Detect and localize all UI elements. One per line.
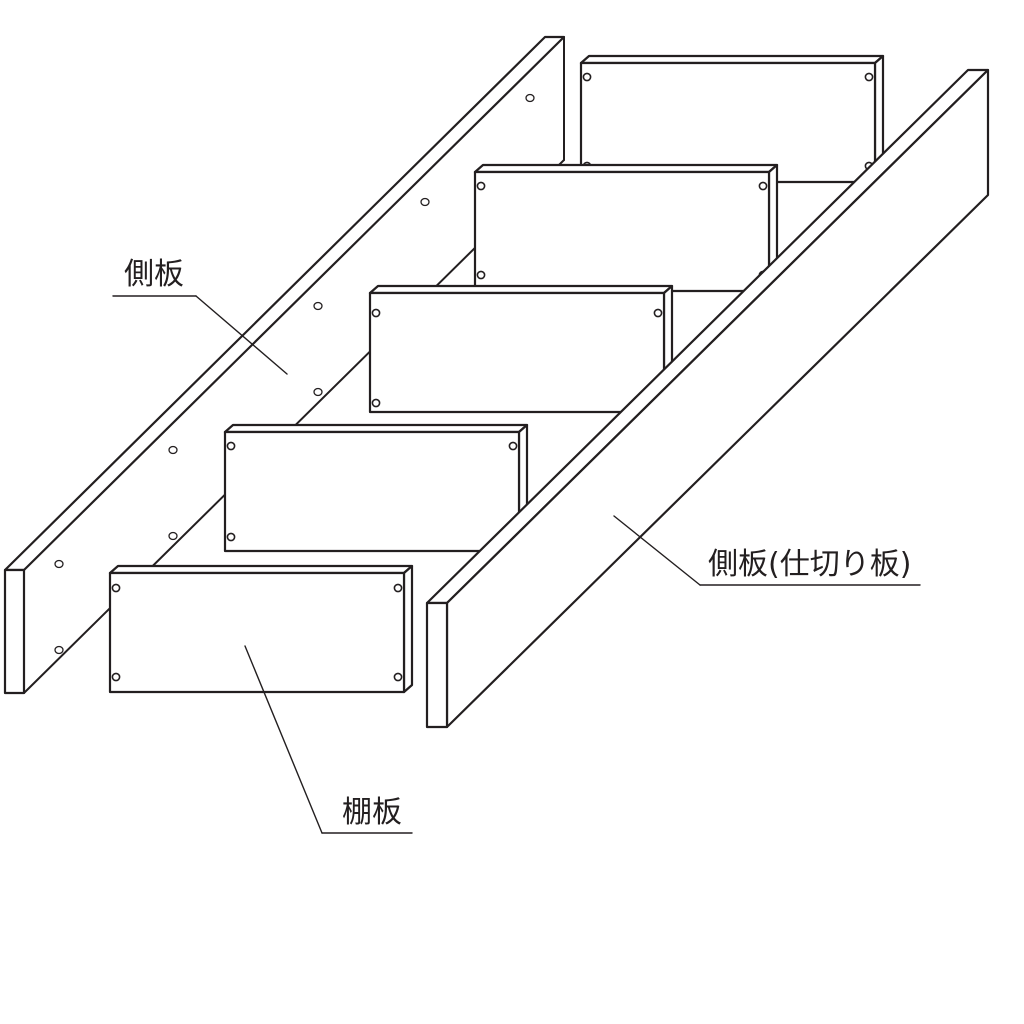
shelf-board-4 [223, 423, 529, 553]
shelf-board-1 [579, 54, 885, 184]
right-side-panel-partition [425, 68, 990, 729]
label-side-panel-partition: 側板(仕切り板) [708, 547, 911, 582]
label-shelf-board: 棚板 [342, 795, 402, 830]
label-side-panel: 側板 [124, 257, 184, 292]
shelf-board-3 [368, 284, 674, 414]
shelf-board-2 [473, 163, 779, 293]
shelf-board-5 [108, 564, 414, 694]
leader-lines [112, 295, 921, 834]
dowel-pins-left [54, 93, 535, 655]
